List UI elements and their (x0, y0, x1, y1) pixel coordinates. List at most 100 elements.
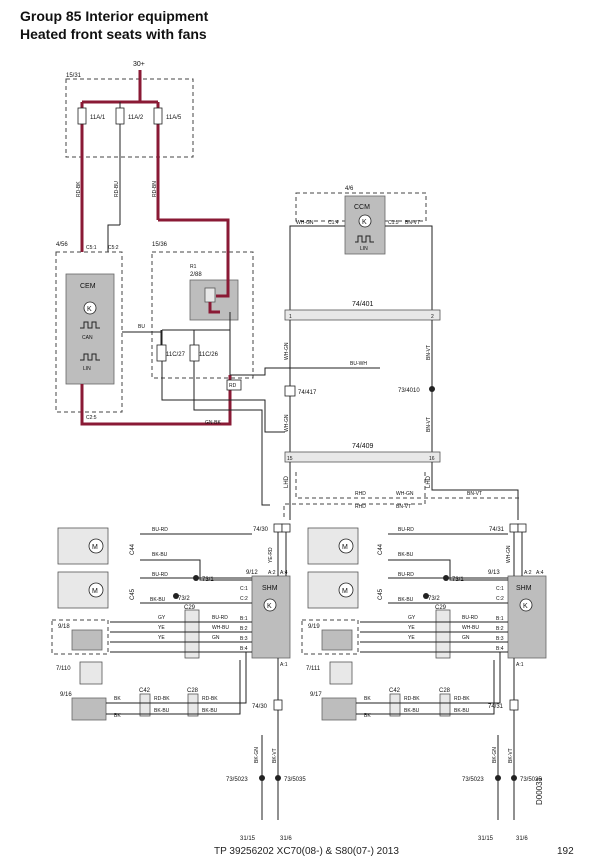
svg-text:K: K (87, 306, 92, 313)
cem-lin-label: LIN (83, 366, 91, 372)
wire-bu-rd: BU-RD (212, 615, 228, 621)
ccm-wire-left: WH-GN (296, 220, 314, 226)
page-number: 192 (557, 846, 574, 857)
wire-wh-gn: WH-GN (506, 545, 512, 563)
shm-pin: C:2 (496, 596, 504, 602)
right-fan1-label: C44 (378, 543, 384, 555)
wire-bu-label: BU (138, 324, 145, 330)
wire-bu-rd: BU-RD (398, 572, 414, 578)
right-fan2-label: C45 (378, 588, 384, 600)
wire-bu-rd: BU-RD (152, 527, 168, 533)
shm-pin: B:1 (240, 616, 248, 622)
cem-outline (55, 251, 123, 413)
wire-wh-gn-3: WH-GN (396, 491, 414, 497)
footer-text: TP 39256202 XC70(08-) & S80(07-) 2013 (214, 846, 399, 857)
wire-bk-bu: BK-BU (152, 552, 168, 558)
fuse-label-1: 11A/1 (90, 115, 106, 121)
connector-74-417: 74/417 (298, 390, 317, 396)
ccm-pin-left: C1:4 (328, 220, 339, 226)
left-heat1: 9/18 (58, 624, 70, 630)
right-heat2: 9/17 (310, 692, 322, 698)
wire-wh-gn-2: WH-GN (284, 414, 290, 432)
fuse-11a1 (77, 107, 87, 125)
ccm-name: CCM (354, 204, 370, 211)
wire-bn-vt-4: BN-VT (467, 491, 482, 497)
wire-wh-gn: WH-GN (284, 342, 290, 360)
wire-bk-bu: BK-BU (154, 708, 170, 714)
svg-text:K: K (523, 603, 528, 610)
page-title: Group 85 Interior equipment (20, 8, 209, 24)
left-splice2: 73/2 (178, 596, 190, 602)
right-sensor: 7/111 (306, 666, 321, 672)
wire-bk: BK (364, 713, 371, 719)
shm-pin: C:2 (240, 596, 248, 602)
wire-gy: GY (158, 615, 166, 621)
shm-pin: A:1 (280, 662, 288, 668)
splice-73-4010: 73/4010 (398, 388, 420, 394)
left-gnd2: 31/6 (280, 836, 292, 842)
ccm-pin-right: C1:5 (388, 220, 399, 226)
wire-bk-bu: BK-BU (398, 552, 414, 558)
shm-pin: A:4 (536, 570, 544, 576)
left-splice3: 73/5023 (226, 777, 248, 783)
wire-bk-bu: BK-BU (202, 708, 218, 714)
right-seat-circuit: 74/31 9/13 SHM K WH-GN MM C44 C45 BU-RD … (301, 523, 547, 842)
right-gnd1: 31/15 (478, 836, 494, 842)
connector-74-401-label: 74/401 (352, 301, 374, 308)
label-rhd-2: RHD (355, 504, 366, 510)
shm-pin: A:1 (516, 662, 524, 668)
relay-sub: R1 (190, 264, 197, 270)
fuse-label-3: 11A/5 (166, 115, 182, 121)
wire-bk-bu: BK-BU (150, 597, 166, 603)
left-conn-ref: 74/30 (253, 527, 269, 533)
right-splice3: 73/5023 (462, 777, 484, 783)
wire-ye: YE (158, 635, 165, 641)
shm-pin: B:2 (496, 626, 504, 632)
svg-text:K: K (362, 219, 367, 226)
shm-pin: B:3 (240, 636, 248, 642)
ccm-wire-right: BN-VT (405, 220, 420, 226)
wire-wh-bu: WH-BU (462, 625, 479, 631)
right-shm-ref: 9/13 (488, 570, 500, 576)
wire-bk-bu: BK-BU (398, 597, 414, 603)
left-conn-lower: 74/30 (252, 704, 268, 710)
wire-rd-bk: RD-BK (202, 696, 218, 702)
left-splice1: 73/1 (202, 577, 214, 583)
right-c29: C29 (435, 605, 447, 611)
wire-rd-label: RD (229, 383, 237, 389)
wire-bk-gn: BK-GN (492, 747, 498, 763)
left-seat-circuit: 74/30 9/12 SHM K YE-RD MM C44 C45 BU-RD … (51, 523, 306, 842)
fuse-label-2: 11A/2 (128, 115, 144, 121)
left-shm-name: SHM (262, 585, 278, 592)
relay-box-outline (151, 251, 254, 379)
svg-text:M: M (92, 588, 98, 595)
fuse-11c27 (156, 344, 167, 362)
pin-label: 1 (289, 314, 292, 320)
wire-bn-vt-3: BN-VT (396, 504, 411, 510)
left-gnd1: 31/15 (240, 836, 256, 842)
relay-box-ref: 15/36 (152, 242, 168, 248)
shm-pin: A:4 (280, 570, 288, 576)
wire-bu-rd: BU-RD (398, 527, 414, 533)
wire-bu-rd: BU-RD (152, 572, 168, 578)
wire-rd-bk: RD-BK (154, 696, 170, 702)
wire-gn: GN (462, 635, 470, 641)
left-shm (251, 575, 291, 659)
fuse-11c27-label: 11C/27 (166, 352, 186, 358)
cem-pin-2: C5:2 (108, 245, 119, 251)
wire-label-rd-bu: RD-BU (114, 181, 120, 197)
svg-text:M: M (342, 588, 348, 595)
wire-wh-bu: WH-BU (212, 625, 229, 631)
connector-74-409-label: 74/409 (352, 443, 374, 450)
ccm-ref: 4/6 (345, 186, 354, 192)
left-c29: C29 (184, 605, 196, 611)
pin-label: 2 (431, 314, 434, 320)
wire-bk: BK (364, 696, 371, 702)
pin-label: 16 (429, 456, 435, 462)
wire-gy: GY (408, 615, 416, 621)
right-splice4: 73/5035 (520, 777, 542, 783)
svg-text:M: M (342, 544, 348, 551)
wire-bk-vt: BK-VT (508, 748, 514, 763)
right-c28: C28 (439, 688, 451, 694)
left-shm-ref: 9/12 (246, 570, 258, 576)
